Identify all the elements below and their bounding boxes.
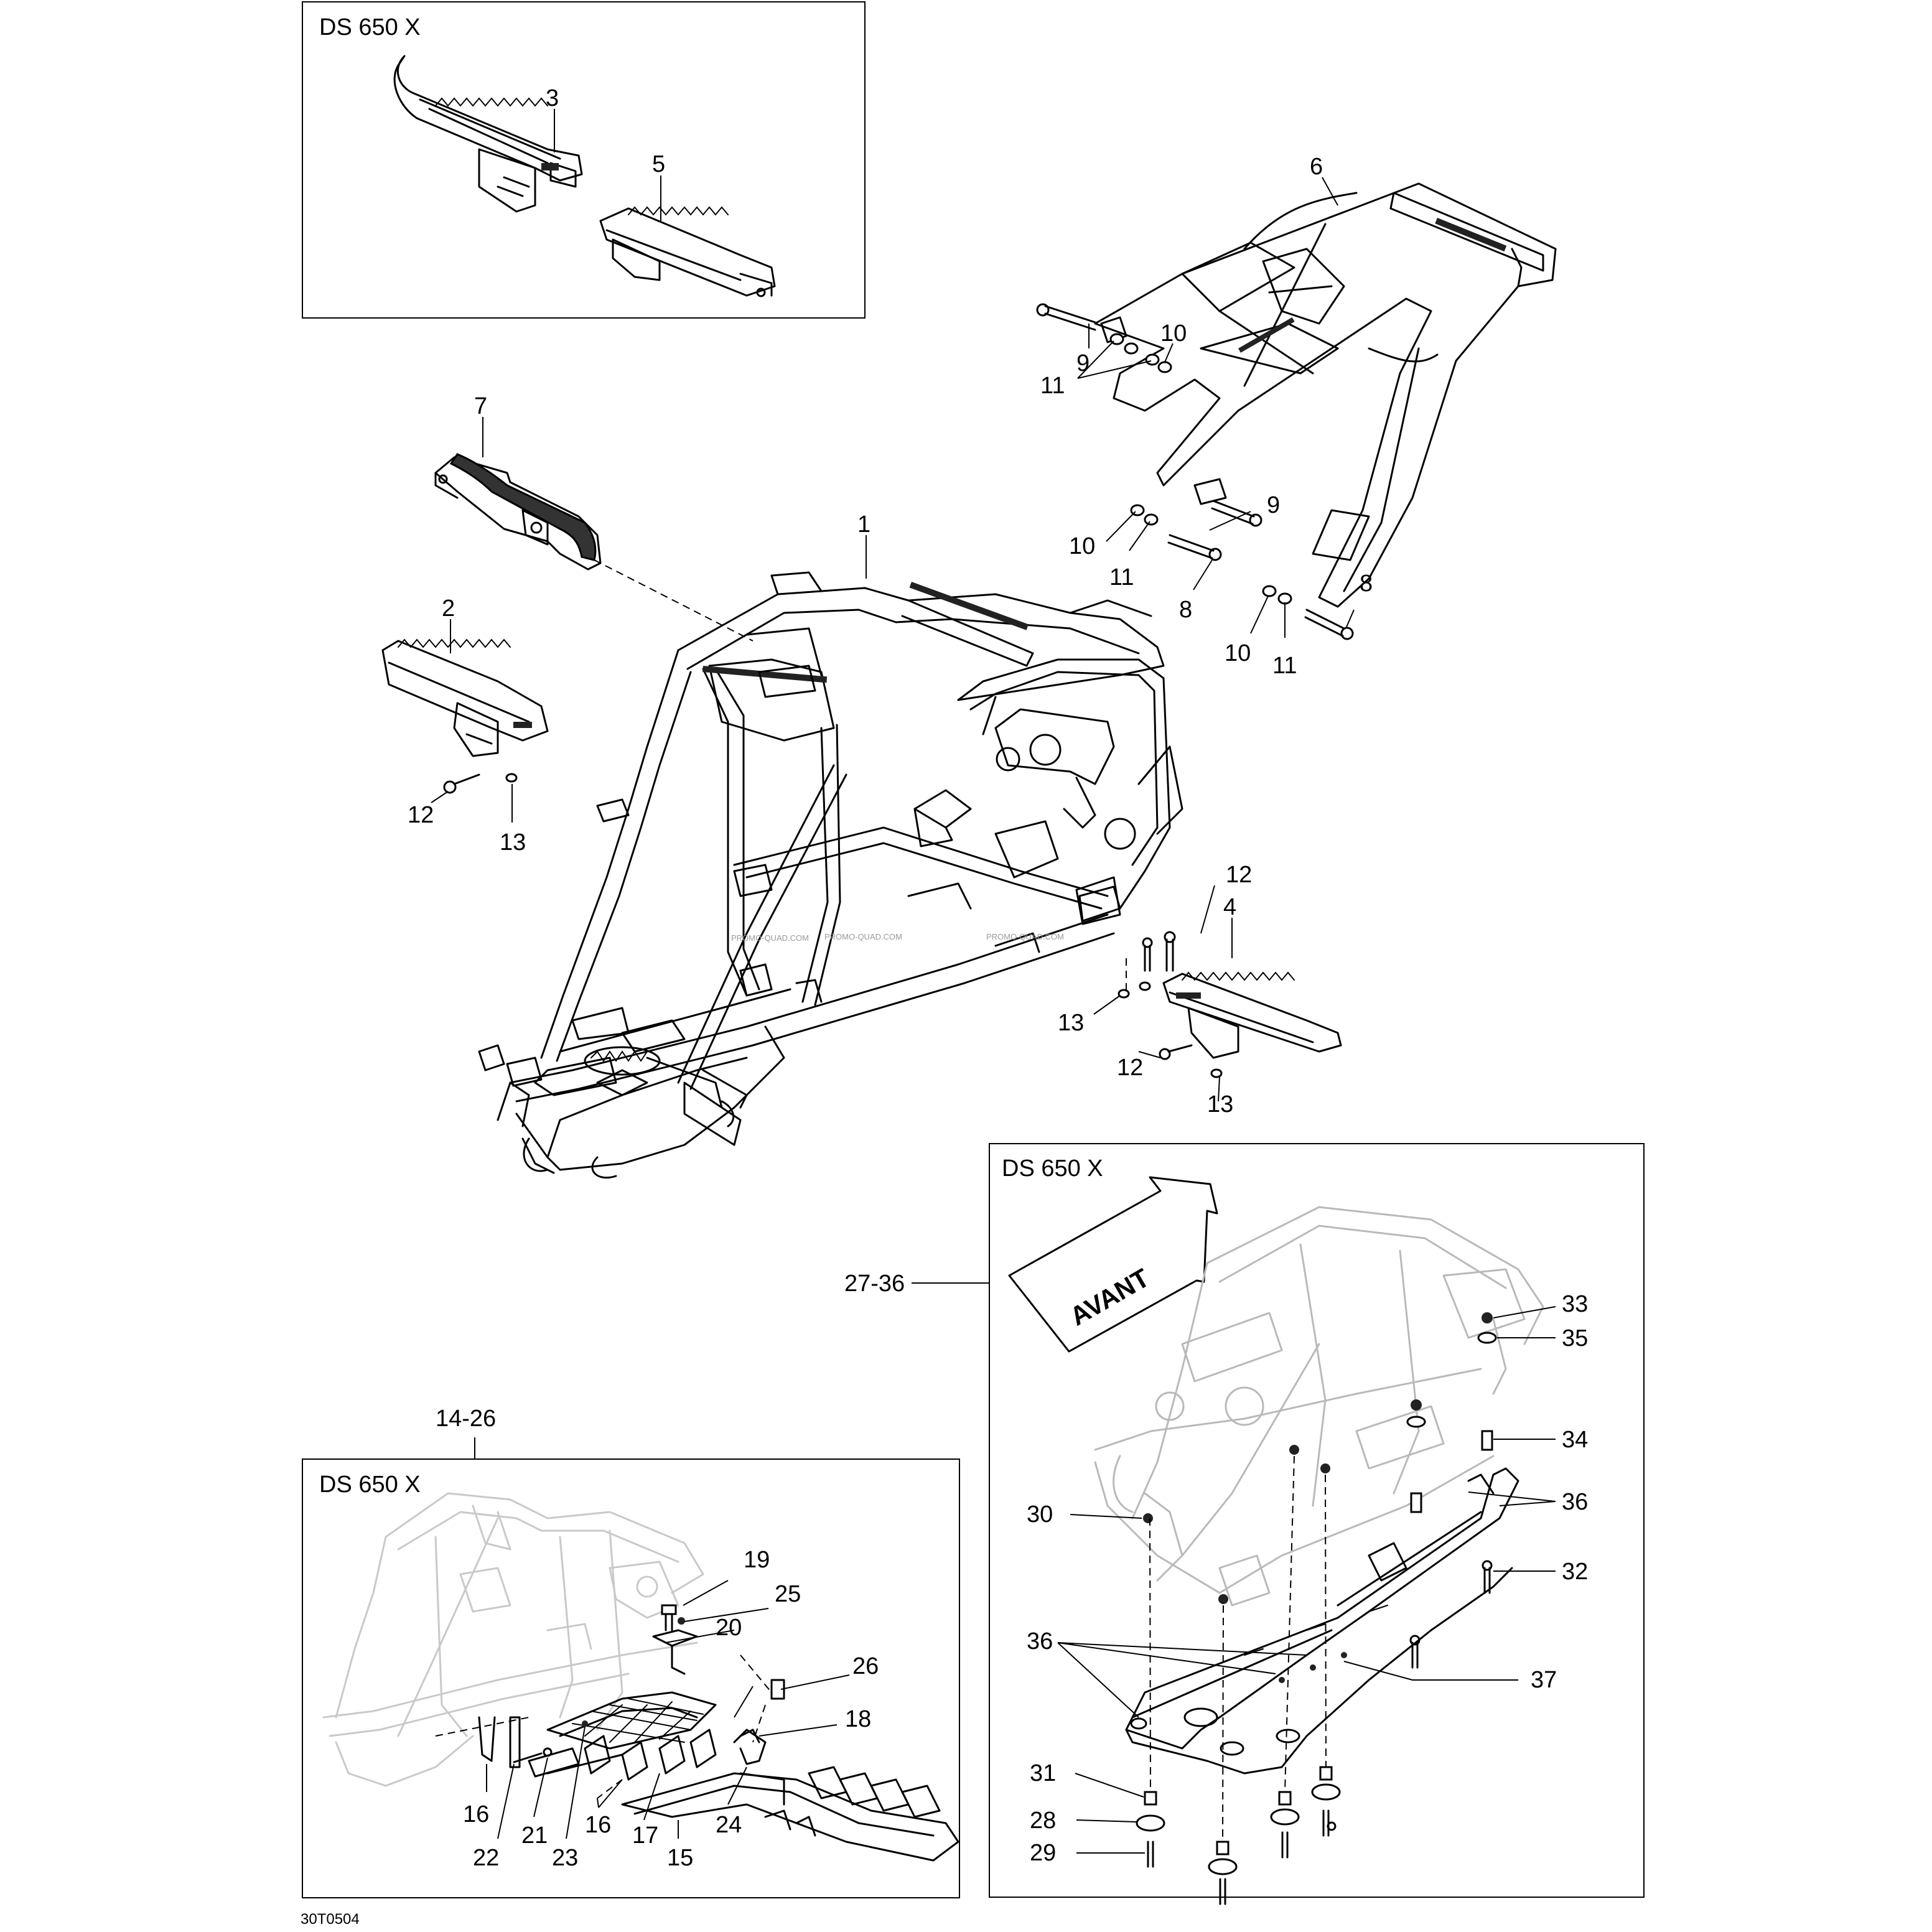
inset-skid-title: DS 650 X bbox=[1002, 1155, 1103, 1182]
rear-subframe-hardware bbox=[1036, 303, 1354, 640]
part-4-right-footpeg bbox=[1118, 931, 1342, 1078]
callout-5: 5 bbox=[652, 151, 665, 177]
callout-9-upper: 9 bbox=[1076, 350, 1090, 376]
avant-label: AVANT bbox=[1065, 1262, 1155, 1331]
part-2-left-footpeg bbox=[381, 638, 549, 794]
callout-26: 26 bbox=[852, 1653, 879, 1679]
callout-2: 2 bbox=[442, 595, 455, 622]
avant-direction-arrow: AVANT bbox=[1008, 1176, 1218, 1353]
callout-28: 28 bbox=[1030, 1808, 1056, 1834]
callout-10-upper: 10 bbox=[1160, 320, 1187, 347]
ghost-frame-skid bbox=[1094, 1206, 1544, 1607]
callout-11-mid: 11 bbox=[1109, 564, 1134, 590]
callout-3: 3 bbox=[546, 85, 559, 111]
inset-ds650x-skid-plate: DS 650 X AVANT bbox=[989, 1143, 1645, 1905]
callout-37: 37 bbox=[1531, 1667, 1557, 1693]
callout-20: 20 bbox=[716, 1615, 742, 1641]
callout-8-mid: 8 bbox=[1179, 597, 1192, 623]
callout-18: 18 bbox=[845, 1706, 871, 1732]
ghost-frame-bumper bbox=[322, 1492, 704, 1787]
callout-19: 19 bbox=[744, 1547, 770, 1573]
skid-plate-hardware bbox=[1136, 1312, 1497, 1905]
callout-21: 21 bbox=[521, 1822, 548, 1849]
callout-29: 29 bbox=[1030, 1840, 1056, 1866]
callout-23: 23 bbox=[552, 1845, 578, 1871]
callout-12-right-lower: 12 bbox=[1117, 1055, 1143, 1081]
skid-plate-37 bbox=[1125, 1467, 1519, 1775]
callout-27-36: 27-36 bbox=[844, 1271, 905, 1297]
callout-32: 32 bbox=[1562, 1559, 1588, 1585]
callout-15: 15 bbox=[667, 1845, 693, 1871]
part-5-footpeg bbox=[599, 206, 776, 297]
part-1-main-frame bbox=[478, 571, 1183, 1179]
callout-22: 22 bbox=[473, 1845, 499, 1871]
part-3-footpeg-heel-guard bbox=[393, 55, 583, 213]
watermark-1: PROMO-QUAD.COM bbox=[731, 933, 809, 943]
part-7-heel-guard bbox=[434, 453, 602, 571]
callout-6: 6 bbox=[1310, 154, 1323, 180]
callout-36-left: 36 bbox=[1027, 1628, 1053, 1654]
callout-13-right-upper: 13 bbox=[1058, 1010, 1084, 1036]
inset-ds650x-footpegs: DS 650 X 3 5 bbox=[302, 1, 866, 319]
callout-25: 25 bbox=[775, 1581, 801, 1607]
front-bumper-assembly bbox=[478, 1691, 959, 1862]
callout-35: 35 bbox=[1562, 1325, 1588, 1351]
callout-1: 1 bbox=[857, 511, 870, 538]
callout-13-right-lower: 13 bbox=[1207, 1091, 1233, 1118]
callout-10-lower: 10 bbox=[1225, 640, 1251, 666]
callout-12-left: 12 bbox=[408, 802, 434, 828]
inset-bumper-title: DS 650 X bbox=[319, 1472, 421, 1498]
callout-30: 30 bbox=[1027, 1501, 1053, 1528]
callout-24: 24 bbox=[716, 1812, 742, 1838]
callout-7: 7 bbox=[474, 393, 487, 419]
callout-9-right: 9 bbox=[1267, 492, 1280, 518]
callout-11-upper: 11 bbox=[1040, 373, 1065, 399]
callout-36-right: 36 bbox=[1562, 1489, 1588, 1515]
callout-33: 33 bbox=[1562, 1291, 1588, 1317]
inset-footpegs-title: DS 650 X bbox=[319, 14, 421, 40]
callout-4: 4 bbox=[1223, 894, 1236, 920]
watermark-3: PROMO-QUAD.COM bbox=[986, 932, 1064, 941]
callout-34: 34 bbox=[1562, 1427, 1588, 1453]
callout-16-center: 16 bbox=[585, 1812, 611, 1838]
callout-14-26: 14-26 bbox=[436, 1406, 496, 1432]
callout-17: 17 bbox=[632, 1822, 658, 1849]
callout-13-left: 13 bbox=[500, 829, 526, 856]
callout-12-right-upper: 12 bbox=[1226, 862, 1252, 888]
callout-10-mid: 10 bbox=[1069, 533, 1095, 559]
callout-16-left: 16 bbox=[463, 1801, 489, 1827]
inset-ds650x-front-bumper: DS 650 X bbox=[302, 1458, 960, 1898]
watermark-2: PROMO-QUAD.COM bbox=[824, 932, 902, 941]
callout-8-lower: 8 bbox=[1360, 571, 1373, 597]
drawing-code: 30T0504 bbox=[301, 1911, 360, 1928]
callout-31: 31 bbox=[1030, 1760, 1056, 1786]
part-6-rear-subframe bbox=[1094, 182, 1557, 608]
callout-11-lower: 11 bbox=[1272, 653, 1297, 679]
